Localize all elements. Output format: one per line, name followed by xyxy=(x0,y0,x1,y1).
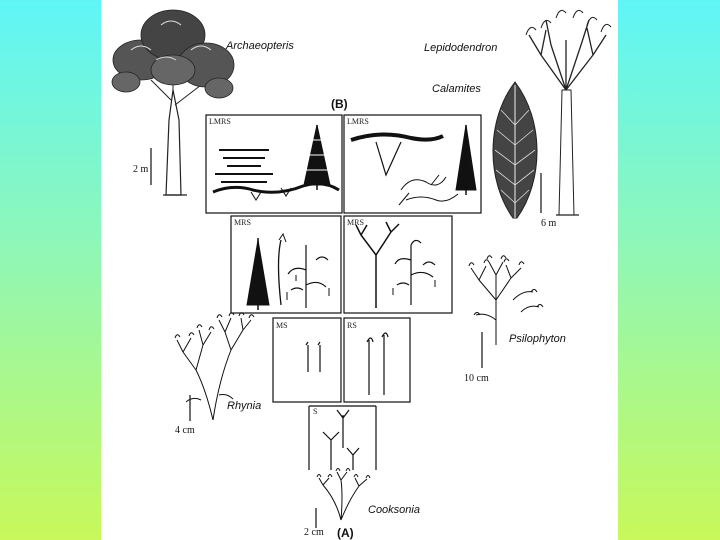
label-calamites: Calamites xyxy=(432,83,481,95)
scale-label-2m: 2 m xyxy=(133,164,149,175)
box-label-lmrs-left: LMRS xyxy=(209,117,231,126)
label-rhynia: Rhynia xyxy=(227,400,262,412)
label-psilophyton: Psilophyton xyxy=(509,333,566,345)
label-archaeopteris: Archaeopteris xyxy=(226,40,294,52)
calamites-plant xyxy=(492,81,538,219)
box-label-lmrs-right: LMRS xyxy=(347,117,369,126)
label-cooksonia: Cooksonia xyxy=(368,504,420,516)
label-a: (A) xyxy=(337,526,354,540)
box-label-ms: MS xyxy=(276,321,288,330)
box-lmrs-left xyxy=(205,114,343,214)
psilophyton-plant xyxy=(468,255,544,345)
label-lepidodendron: Lepidodendron xyxy=(424,42,498,54)
box-label-mrs-left: MRS xyxy=(234,218,251,227)
box-label-rs: RS xyxy=(347,321,357,330)
evolution-diagram xyxy=(111,9,612,528)
label-b: (B) xyxy=(331,97,348,111)
scale-label-10cm: 10 cm xyxy=(464,373,489,384)
box-label-mrs-right: MRS xyxy=(347,218,364,227)
box-ms xyxy=(272,317,342,403)
rhynia-plant xyxy=(174,312,255,421)
lepidodendron-tree xyxy=(525,9,612,216)
box-lmrs-right xyxy=(343,114,482,214)
box-label-s: S xyxy=(313,407,318,416)
box-mrs-right xyxy=(343,215,453,314)
box-rs xyxy=(343,317,411,403)
slide: Archaeopteris Lepidodendron Calamites (B… xyxy=(101,0,618,540)
box-mrs-left xyxy=(230,215,342,314)
scale-label-6m: 6 m xyxy=(541,218,557,229)
box-s xyxy=(308,405,377,470)
scale-label-2cm: 2 cm xyxy=(304,527,324,538)
scale-label-4cm: 4 cm xyxy=(175,425,195,436)
cooksonia-plant xyxy=(316,468,371,521)
archaeopteris-tree xyxy=(111,9,235,196)
